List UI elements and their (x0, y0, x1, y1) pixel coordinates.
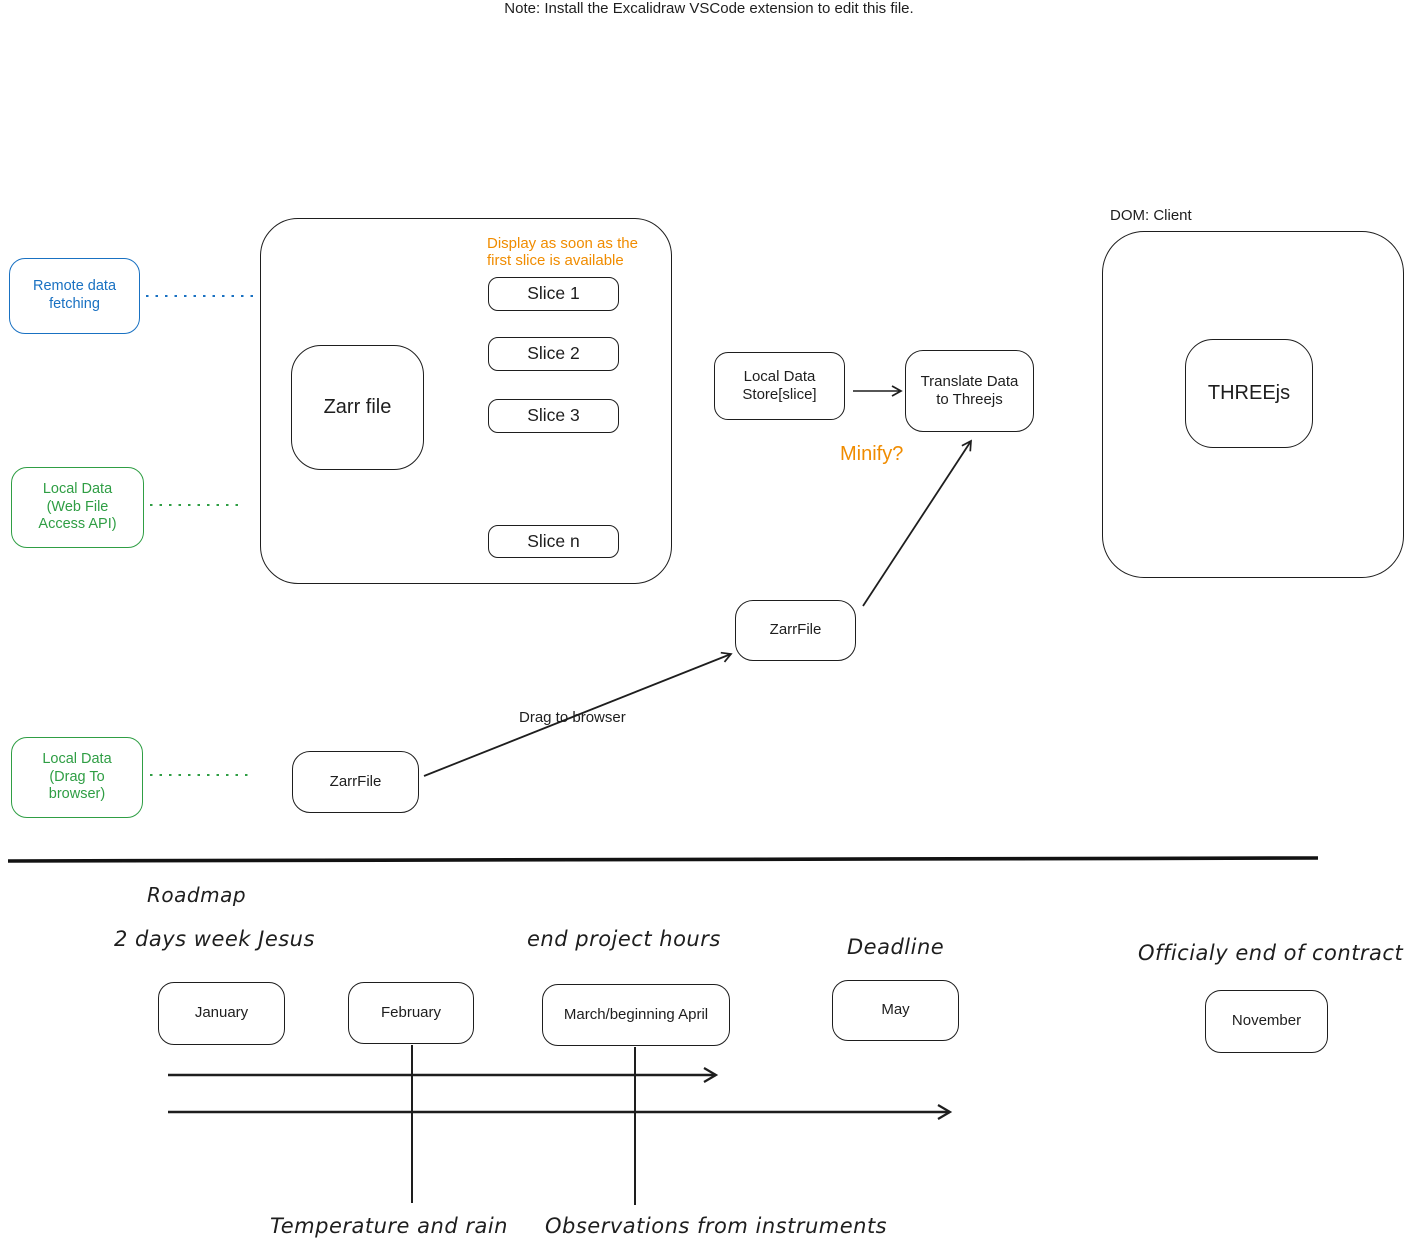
drag-to-browser-label: Drag to browser (519, 709, 626, 726)
month-node-january: January (158, 982, 285, 1045)
threejs-node: THREEjs (1185, 339, 1313, 448)
zarrfile-mid-node: ZarrFile (735, 600, 856, 661)
slice-node-3: Slice 3 (488, 399, 619, 433)
month-node-february: February (348, 982, 474, 1044)
annotation-observations: Observations from instruments (545, 1214, 888, 1238)
zarrfile-bottom-node: ZarrFile (292, 751, 419, 813)
roadmap-title: Roadmap (147, 883, 247, 907)
slice-node-2: Slice 2 (488, 337, 619, 371)
dom-client-label: DOM: Client (1110, 207, 1192, 224)
slice-node-n: Slice n (488, 525, 619, 558)
legend-remote-data-fetching: Remote data fetching (9, 258, 140, 334)
slice-node-1: Slice 1 (488, 277, 619, 311)
month-node-march-april: March/beginning April (542, 984, 730, 1046)
annotation-two-days-week: 2 days week Jesus (114, 927, 315, 951)
local-data-store-node: Local Data Store[slice] (714, 352, 845, 420)
legend-local-data-drag: Local Data (Drag To browser) (11, 737, 143, 818)
minify-note: Minify? (840, 443, 904, 465)
display-note: Display as soon as the first slice is av… (487, 235, 638, 270)
zarr-file-node: Zarr file (291, 345, 424, 470)
month-node-november: November (1205, 990, 1328, 1053)
annotation-end-of-contract: Officialy end of contract (1138, 941, 1404, 965)
translate-data-node: Translate Data to Threejs (905, 350, 1034, 432)
legend-local-data-web-api: Local Data (Web File Access API) (11, 467, 144, 548)
annotation-deadline: Deadline (847, 935, 945, 959)
annotation-end-project-hours: end project hours (527, 927, 721, 951)
annotation-temperature-rain: Temperature and rain (270, 1214, 508, 1238)
month-node-may: May (832, 980, 959, 1041)
divider-line (7, 856, 1319, 863)
note-text: Note: Install the Excalidraw VSCode exte… (504, 0, 914, 17)
